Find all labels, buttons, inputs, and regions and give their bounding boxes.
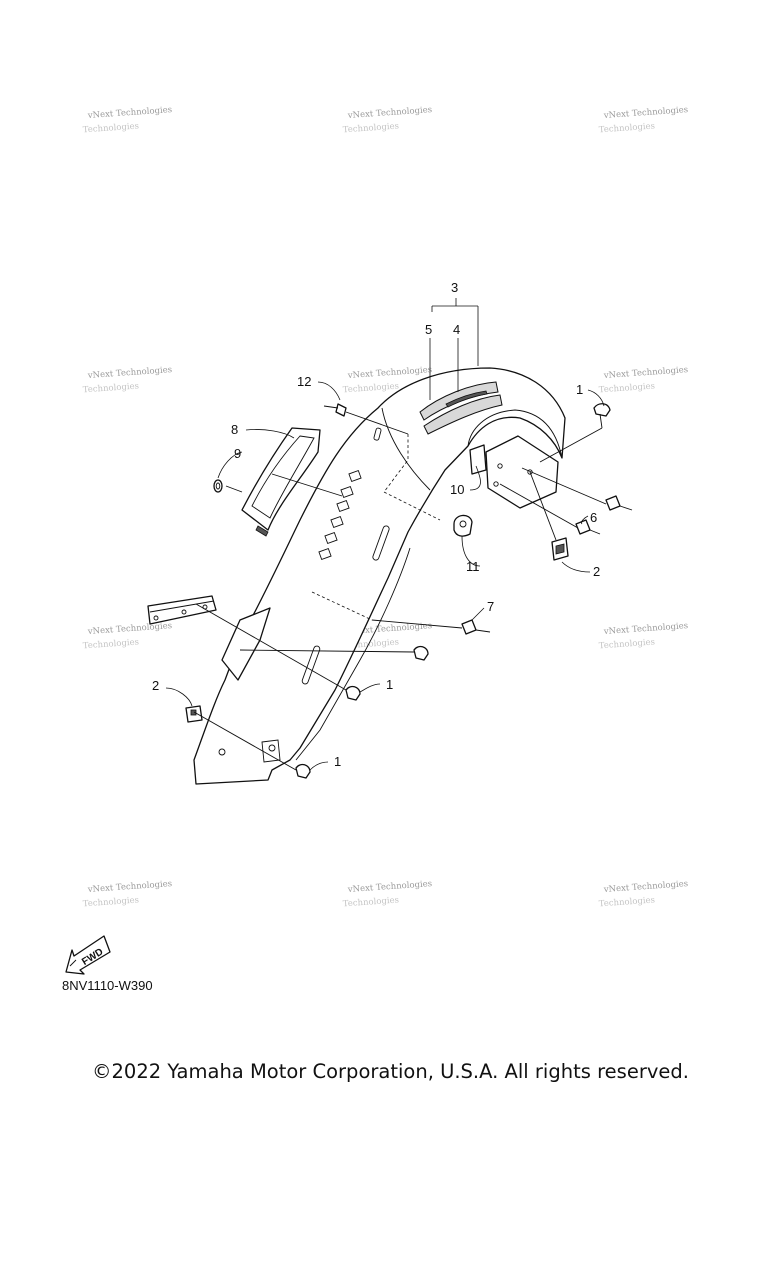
callout-7: 7 (487, 599, 494, 614)
rear-bracket (485, 435, 559, 509)
nut-2-left (185, 705, 203, 723)
rear-fender (193, 367, 566, 785)
callout-1: 1 (334, 754, 341, 769)
nut-6-a (605, 495, 621, 511)
callout-9: 9 (234, 446, 241, 461)
svg-text:vNext Technologies: vNext Technologies (347, 105, 433, 121)
callout-1: 1 (576, 382, 583, 397)
bracket-10 (469, 444, 487, 475)
callout-12: 12 (297, 374, 311, 389)
clip-11 (453, 514, 473, 537)
callout-1: 1 (386, 677, 393, 692)
callout-5: 5 (425, 322, 432, 337)
svg-text:vNext Technologies: vNext Technologies (347, 365, 433, 381)
watermark: vNext Technologies Technologies (599, 105, 689, 135)
callout-3: 3 (451, 280, 458, 295)
svg-text:Technologies: Technologies (83, 121, 140, 135)
callout-4: 4 (453, 322, 460, 337)
watermark: vNext Technologies Technologies (83, 879, 173, 909)
nut-7 (461, 619, 477, 635)
svg-text:Technologies: Technologies (343, 121, 400, 135)
watermark: vNext Technologies Technologies (83, 105, 173, 135)
fwd-arrow-icon: FWD (65, 935, 111, 975)
svg-text:vNext Technologies: vNext Technologies (603, 879, 689, 895)
svg-text:Technologies: Technologies (83, 637, 140, 651)
watermark: vNext Technologies Technologies (83, 621, 173, 651)
nut-2-right (551, 537, 569, 561)
svg-text:vNext Technologies: vNext Technologies (347, 879, 433, 895)
watermark-group: vNext Technologies Technologies vNext Te… (83, 105, 689, 909)
grommet-9 (213, 479, 223, 493)
svg-text:vNext Technologies: vNext Technologies (603, 621, 689, 637)
svg-text:Technologies: Technologies (83, 381, 140, 395)
svg-text:Technologies: Technologies (599, 895, 656, 909)
callout-6: 6 (590, 510, 597, 525)
bolt-1-upper (593, 403, 611, 429)
watermark: vNext Technologies Technologies (599, 879, 689, 909)
callout-8: 8 (231, 422, 238, 437)
reflector-8 (241, 427, 321, 537)
svg-text:vNext Technologies: vNext Technologies (603, 365, 689, 381)
svg-text:Technologies: Technologies (343, 895, 400, 909)
callout-2: 2 (593, 564, 600, 579)
bolt-1-bottom (295, 763, 311, 779)
bolt-1-lower (345, 685, 361, 701)
svg-text:vNext Technologies: vNext Technologies (87, 621, 173, 637)
nut-6-b (575, 519, 591, 535)
callouts: 3 5 4 12 1 8 9 10 6 11 2 7 2 1 1 (152, 280, 600, 769)
svg-text:Technologies: Technologies (599, 637, 656, 651)
copyright-notice: ©2022 Yamaha Motor Corporation, U.S.A. A… (92, 1060, 689, 1083)
svg-text:vNext Technologies: vNext Technologies (87, 879, 173, 895)
watermark: vNext Technologies Technologies (343, 879, 433, 909)
diagram-code: 8NV1110-W390 (62, 978, 153, 993)
svg-text:vNext Technologies: vNext Technologies (603, 105, 689, 121)
callout-10: 10 (450, 482, 464, 497)
callout-2: 2 (152, 678, 159, 693)
watermark: vNext Technologies Technologies (599, 621, 689, 651)
svg-text:vNext Technologies: vNext Technologies (87, 105, 173, 121)
leader-lines (165, 298, 605, 771)
svg-text:vNext Technologies: vNext Technologies (87, 365, 173, 381)
screw-12 (335, 403, 347, 417)
svg-text:Technologies: Technologies (599, 121, 656, 135)
watermark: vNext Technologies Technologies (343, 105, 433, 135)
bolt-1-middle (413, 645, 429, 661)
callout-11: 11 (466, 559, 480, 574)
watermark: vNext Technologies Technologies (83, 365, 173, 395)
svg-text:Technologies: Technologies (83, 895, 140, 909)
svg-text:Technologies: Technologies (343, 381, 400, 395)
watermark: vNext Technologies Technologies (599, 365, 689, 395)
svg-text:Technologies: Technologies (599, 381, 656, 395)
assembly-lines (193, 405, 633, 771)
